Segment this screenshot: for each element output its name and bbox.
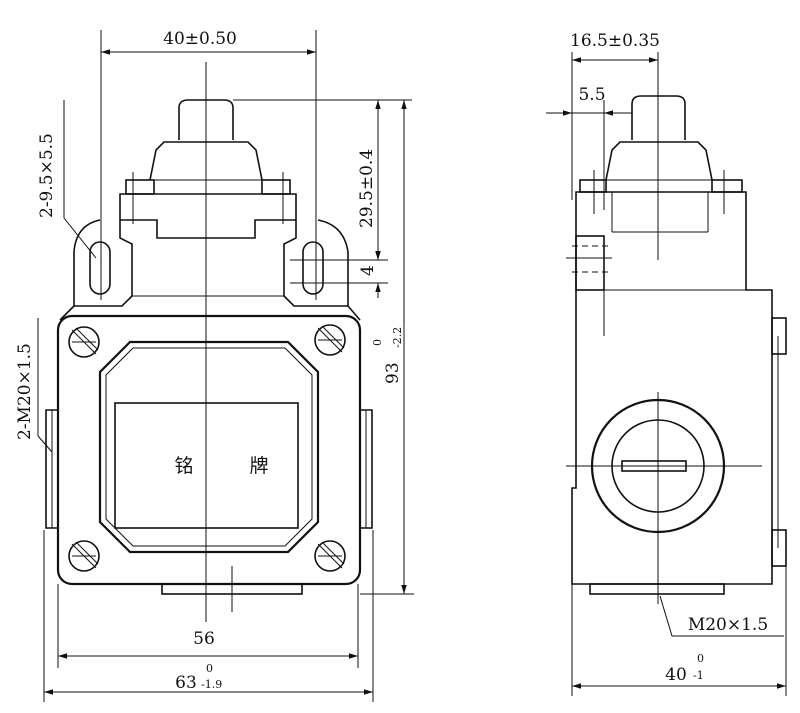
dim-outer-width-tol-upper: 0 [206,662,213,675]
dim-side-small: 5.5 [578,85,605,105]
dim-side-offset: 16.5±0.35 [570,31,660,51]
nameplate-char-2: 牌 [249,455,268,477]
left-ear [73,219,133,307]
dim-inner-width: 56 [193,629,215,649]
top-screw-left [125,179,155,195]
right-slot [302,241,324,295]
top-screw-right [261,179,291,195]
dim-top-width: 40±0.50 [163,29,237,49]
side-plunger [631,95,686,140]
nameplate [114,402,299,529]
side-actuator-cap [605,141,713,181]
dim-height-tol-upper: 0 [371,339,384,346]
front-view: 铭 牌 40±0.50 2-9.5×5.5 29.5±0.4 4 93 [15,29,414,702]
side-view: 16.5±0.35 5.5 M20×1.5 40 0 -1 [546,31,787,696]
nameplate-char-1: 铭 [174,455,193,477]
dim-side-depth-base: 40 [665,665,687,685]
dim-side-depth-tol: -1 [693,669,704,682]
actuator-cap [149,141,263,181]
dim-plunger-height: 29.5±0.4 [357,149,377,228]
switch-body [56,314,362,586]
dim-height-tol: -2.2 [391,327,404,348]
right-ear [283,219,349,307]
dim-slot: 2-9.5×5.5 [37,133,57,218]
side-bottom-gland [589,583,725,595]
screw-top-right [314,324,346,356]
dim-outer-width-tol: -1.9 [201,678,222,691]
left-slot [89,241,111,295]
screw-bottom-left [68,540,100,572]
head-block [119,193,297,239]
plunger [178,99,234,140]
cover-plate [98,340,320,554]
dim-side-depth-tol-upper: 0 [697,652,704,665]
dim-front-thread: 2-M20×1.5 [15,343,35,440]
screw-bottom-right [314,540,346,572]
dim-side-thread: M20×1.5 [688,615,768,635]
screw-top-left [68,326,100,358]
dim-slot-height: 4 [358,265,378,276]
dim-height-base: 93 [383,362,403,384]
side-body-outline [571,191,773,585]
dim-outer-width-base: 63 [175,673,197,693]
